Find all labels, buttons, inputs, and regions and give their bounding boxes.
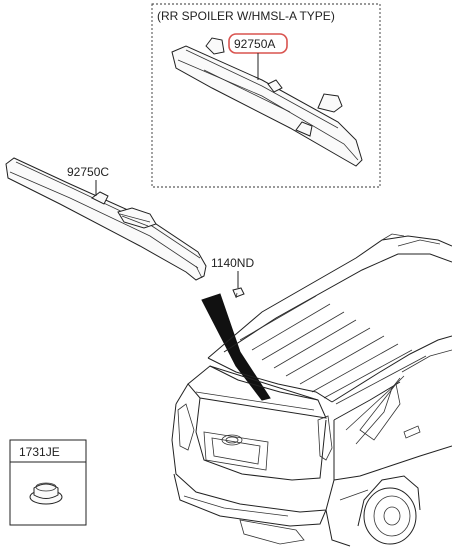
grommet-drawing — [29, 482, 63, 505]
inset-caption: (RR SPOILER W/HMSL-A TYPE) — [157, 9, 335, 23]
part-box-1731JE: 1731JE — [9, 439, 87, 526]
spoiler-hmsl-drawing — [171, 37, 363, 167]
part-label-92750A[interactable]: 92750A — [234, 37, 275, 51]
part-label-1731JE[interactable]: 1731JE — [19, 445, 60, 459]
part-label-92750C[interactable]: 92750C — [67, 165, 109, 179]
vehicle-rear-drawing — [171, 233, 452, 547]
spoiler-drawing — [5, 157, 207, 281]
inset-box: (RR SPOILER W/HMSL-A TYPE) 92750A — [151, 3, 381, 188]
bolt-1140ND-drawing — [232, 287, 245, 299]
install-location-arrow — [201, 293, 271, 401]
part-label-1140ND[interactable]: 1140ND — [211, 256, 254, 270]
